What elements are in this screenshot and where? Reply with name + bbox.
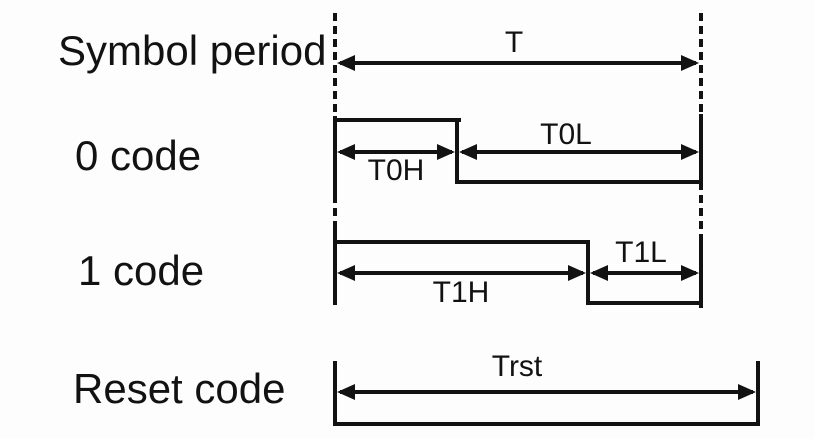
one-code-high-level-line <box>333 240 590 244</box>
zero-code-low-level-line <box>455 180 703 184</box>
reset-code-right-edge <box>756 361 760 426</box>
label-T0L: T0L <box>540 118 592 151</box>
dimension-arrow-T0H <box>337 144 455 160</box>
row-label-one-code: 1 code <box>78 247 205 294</box>
arrow-shaft <box>340 150 452 154</box>
label-T1L: T1L <box>615 236 667 269</box>
dimension-arrow-T1L <box>590 265 699 281</box>
dimension-arrow-Trst <box>337 384 756 400</box>
arrowhead-right-icon <box>568 265 586 281</box>
arrow-shaft <box>340 390 753 394</box>
one-code-low-level-line <box>586 301 703 305</box>
dimension-arrow-T0L <box>459 144 699 160</box>
one-code-right-boundary-edge <box>699 234 703 308</box>
zero-code-high-level-line <box>333 118 461 122</box>
arrow-shaft <box>340 271 583 275</box>
label-T: T <box>504 26 524 59</box>
label-T1H: T1H <box>432 276 490 309</box>
zero-code-falling-edge <box>455 118 459 184</box>
arrow-shaft <box>462 150 696 154</box>
one-code-falling-edge <box>586 240 590 305</box>
arrowhead-right-icon <box>738 384 756 400</box>
arrowhead-right-icon <box>681 55 699 71</box>
zero-code-rising-edge <box>333 116 337 201</box>
arrowhead-right-icon <box>681 265 699 281</box>
row-label-reset-code: Reset code <box>73 365 286 412</box>
reset-code-left-edge <box>333 361 337 426</box>
arrow-shaft <box>593 271 696 275</box>
dimension-arrow-T <box>337 55 699 71</box>
row-label-zero-code: 0 code <box>75 132 202 179</box>
arrowhead-right-icon <box>681 144 699 160</box>
arrowhead-right-icon <box>437 144 455 160</box>
row-label-symbol-period: Symbol period <box>58 27 327 74</box>
one-code-rising-edge <box>333 229 337 305</box>
label-Trst: Trst <box>491 350 543 383</box>
zero-code-right-boundary-edge <box>699 114 703 186</box>
dimension-arrow-T1H <box>337 265 586 281</box>
arrow-shaft <box>340 61 696 65</box>
reset-code-low-level-line <box>333 422 760 426</box>
label-T0H: T0H <box>367 154 425 187</box>
